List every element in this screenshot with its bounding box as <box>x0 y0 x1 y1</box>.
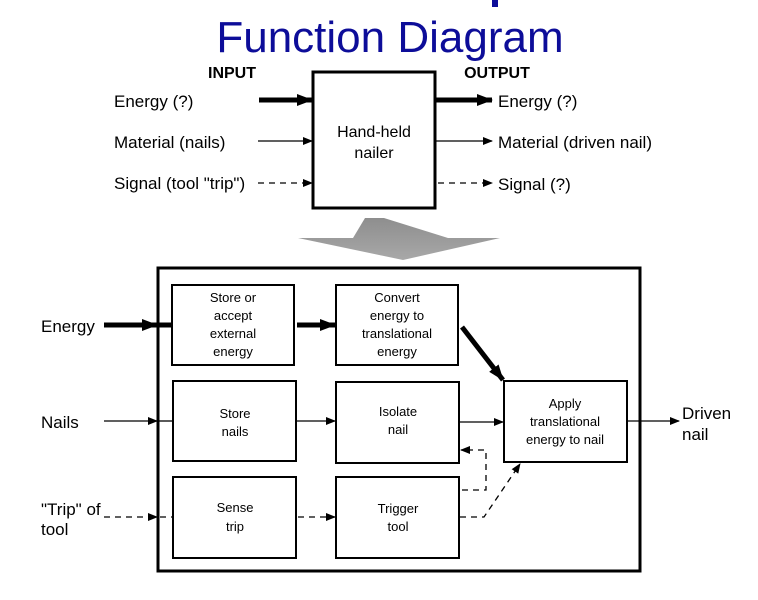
external-nails-label: Nails <box>41 413 79 432</box>
external-trip-label-line1: "Trip" of <box>41 500 101 519</box>
sense-trip-line1: Sense <box>217 500 254 515</box>
black-box-label-line1: Hand-held <box>337 124 411 141</box>
cut-off-title-glyph <box>492 0 498 7</box>
isolate-nail-line1: Isolate <box>379 404 417 419</box>
flow-trigger-to-isolate-signal <box>460 446 487 491</box>
apply-energy-line3: energy to nail <box>526 432 604 447</box>
input-material-label: Material (nails) <box>114 133 225 152</box>
function-box-trigger-tool <box>335 476 460 559</box>
store-energy-line1: Store or <box>210 290 257 305</box>
store-energy-line3: external <box>210 326 256 341</box>
black-box-hand-held-nailer <box>311 70 437 210</box>
function-box-sense-trip <box>172 476 297 559</box>
convert-energy-line1: Convert <box>374 290 420 305</box>
output-driven-nail-line2: nail <box>682 425 708 444</box>
isolate-nail-line2: nail <box>388 422 408 437</box>
decomposition-arrow-shape <box>298 218 500 260</box>
flow-trigger-to-apply-signal <box>460 463 521 518</box>
convert-energy-line3: translational <box>362 326 432 341</box>
diagram-title: Function Diagram <box>216 13 563 62</box>
output-material-label: Material (driven nail) <box>498 133 652 152</box>
external-energy-label: Energy <box>41 317 95 336</box>
black-box-label-line2: nailer <box>354 145 394 162</box>
apply-energy-line2: translational <box>530 414 600 429</box>
output-driven-nail-line1: Driven <box>682 404 731 423</box>
output-signal-label: Signal (?) <box>498 175 571 194</box>
input-header: INPUT <box>208 65 256 82</box>
output-energy-label: Energy (?) <box>498 92 577 111</box>
trigger-tool-line2: tool <box>388 519 409 534</box>
system-boundary <box>156 266 642 573</box>
store-nails-line2: nails <box>222 424 249 439</box>
function-box-apply-energy <box>503 380 628 463</box>
external-trip-label-line2: tool <box>41 520 68 539</box>
store-energy-line2: accept <box>214 308 253 323</box>
input-signal-label: Signal (tool "trip") <box>114 174 245 193</box>
function-box-store-energy <box>171 284 295 366</box>
flow-convert-to-apply-energy <box>460 325 505 382</box>
sense-trip-line2: trip <box>226 519 244 534</box>
function-box-convert-energy <box>335 284 459 366</box>
convert-energy-line4: energy <box>377 344 417 359</box>
function-box-store-nails <box>172 380 297 462</box>
input-energy-label: Energy (?) <box>114 92 193 111</box>
output-header: OUTPUT <box>464 65 530 82</box>
function-box-isolate-nail <box>335 381 460 464</box>
store-energy-line4: energy <box>213 344 253 359</box>
store-nails-line1: Store <box>219 406 250 421</box>
convert-energy-line2: energy to <box>370 308 424 323</box>
apply-energy-line1: Apply <box>549 396 582 411</box>
trigger-tool-line1: Trigger <box>378 501 419 516</box>
